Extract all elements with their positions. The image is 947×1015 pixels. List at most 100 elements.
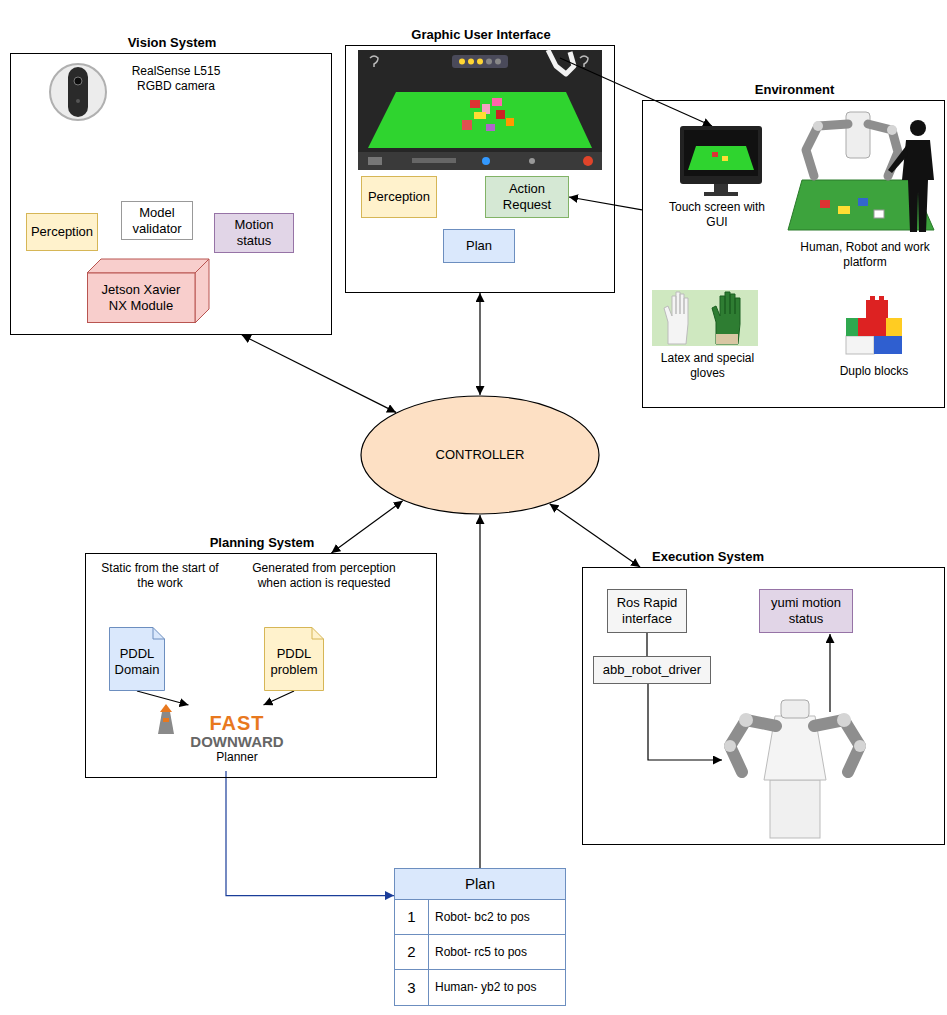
robot-human-photo: [858, 198, 868, 206]
robot-human-photo: [788, 112, 934, 232]
box-label: Ros Rapid interface: [613, 595, 681, 626]
driver-box: abb_robot_driver: [593, 656, 711, 684]
gui-screenshot: [358, 152, 602, 170]
data-box: Perception: [26, 213, 98, 251]
data-box: Perception: [361, 176, 437, 218]
gui-screenshot: [468, 59, 474, 65]
ellipse-outline: [361, 396, 599, 514]
system-panel: Graphic User InterfacePerceptionAction R…: [345, 45, 615, 293]
duplo-blocks-photo: [874, 336, 902, 354]
connector-arrow: [242, 335, 396, 412]
logo-text: Planner: [216, 751, 257, 764]
robot-human-photo: [887, 125, 897, 135]
duplo-blocks-photo: [879, 296, 884, 300]
cube-side: [195, 259, 209, 323]
step-text: Robot- rc5 to pos: [429, 935, 565, 970]
box-label: Model validator: [127, 205, 187, 236]
duplo-blocks-photo: [846, 296, 902, 354]
panel-heading: Vision System: [11, 35, 333, 51]
photo-caption: Duplo blocks: [826, 364, 922, 379]
controller-ellipse: CONTROLLER: [360, 395, 600, 515]
status-box: yumi motion status: [759, 589, 853, 633]
duplo-blocks-photo: [846, 318, 858, 336]
camera-icon: [68, 67, 88, 117]
table-header: Plan: [395, 869, 565, 900]
box-label: PDDL Domain: [112, 646, 162, 677]
yumi-robot: [724, 740, 736, 752]
plan-table: Plan1Robot- bc2 to pos2Robot- rc5 to pos…: [394, 868, 566, 1006]
robot-human-photo: [910, 120, 926, 136]
photo-caption: Latex and special gloves: [650, 351, 765, 381]
gui-screenshot: [462, 120, 472, 130]
gloves-photo: [716, 334, 738, 344]
document-outline: [110, 628, 165, 691]
yumi-robot: [781, 700, 809, 718]
connector-arrow: [646, 633, 647, 656]
gui-screenshot: [412, 158, 456, 163]
duplo-blocks-photo: [886, 318, 902, 336]
gui-screenshot: [506, 118, 514, 126]
gui-screenshot: [358, 50, 602, 170]
robot-human-photo: [846, 112, 870, 158]
connector-arrow: [479, 293, 480, 395]
box-label: PDDL problem: [267, 646, 321, 677]
camera-icon: [50, 64, 106, 120]
hardware-cube: Jetson Xavier NX Module: [87, 259, 209, 323]
robot-human-photo: [820, 200, 830, 208]
camera-icon: [76, 99, 80, 103]
gui-screenshot: [368, 157, 382, 165]
document-fold: [153, 628, 165, 640]
step-text: Human- yb2 to pos: [429, 970, 565, 1005]
module-box: Model validator: [121, 201, 193, 240]
link-arrow: [829, 634, 830, 712]
robot-human-photo: [874, 210, 884, 218]
link-arrow: [648, 683, 722, 760]
monitor-icon: [714, 184, 728, 192]
step-number: 2: [395, 935, 429, 970]
gui-screenshot: [477, 59, 483, 65]
yumi-robot: [854, 740, 866, 752]
camera-icon: [74, 77, 82, 85]
cube-front: [88, 273, 196, 323]
connector-arrow: [479, 515, 480, 868]
gui-screenshot: [529, 158, 535, 164]
gloves-photo: [652, 290, 758, 346]
step-number: 3: [395, 970, 429, 1005]
robot-human-photo: [813, 121, 823, 131]
connector-arrow: [137, 691, 189, 705]
document-shape: PDDL Domain: [109, 627, 165, 691]
system-panel: Vision SystemPerceptionModel validatorMo…: [10, 53, 332, 335]
document-fold: [312, 628, 324, 640]
duplo-blocks-photo: [858, 318, 886, 336]
gui-screenshot: [368, 92, 592, 148]
yumi-robot: [837, 713, 851, 727]
monitor-icon: [688, 146, 754, 170]
gui-screenshot: [492, 98, 502, 106]
step-text: Robot- bc2 to pos: [429, 900, 565, 935]
gloves-photo: [652, 290, 758, 346]
gui-screenshot: [459, 59, 465, 65]
cube-top: [87, 259, 209, 273]
gui-screenshot: [486, 124, 495, 131]
box-label: Jetson Xavier NX Module: [91, 282, 191, 313]
box-label: CONTROLLER: [436, 447, 525, 463]
connector-arrow: [569, 197, 642, 210]
panel-heading: Environment: [643, 82, 946, 98]
box-label: Plan: [466, 238, 492, 254]
robot-human-photo: [806, 124, 848, 176]
connector-arrow: [331, 501, 402, 553]
interface-box: Ros Rapid interface: [607, 589, 687, 633]
yumi-robot: [814, 720, 860, 772]
gui-screenshot: [370, 56, 378, 67]
device-caption: RealSense L515 RGBD camera: [126, 64, 226, 94]
box-label: abb_robot_driver: [603, 662, 701, 678]
monitor-icon: [680, 126, 762, 196]
document-outline: [265, 628, 324, 691]
gui-screenshot: [474, 112, 486, 119]
gloves-photo: [712, 292, 740, 344]
gui-screenshot: [358, 50, 602, 170]
gui-screenshot: [495, 59, 501, 65]
step-number: 1: [395, 900, 429, 935]
system-panel: Execution SystemRos Rapid interfaceabb_r…: [582, 567, 945, 845]
document-shape: PDDL problem: [264, 627, 324, 691]
